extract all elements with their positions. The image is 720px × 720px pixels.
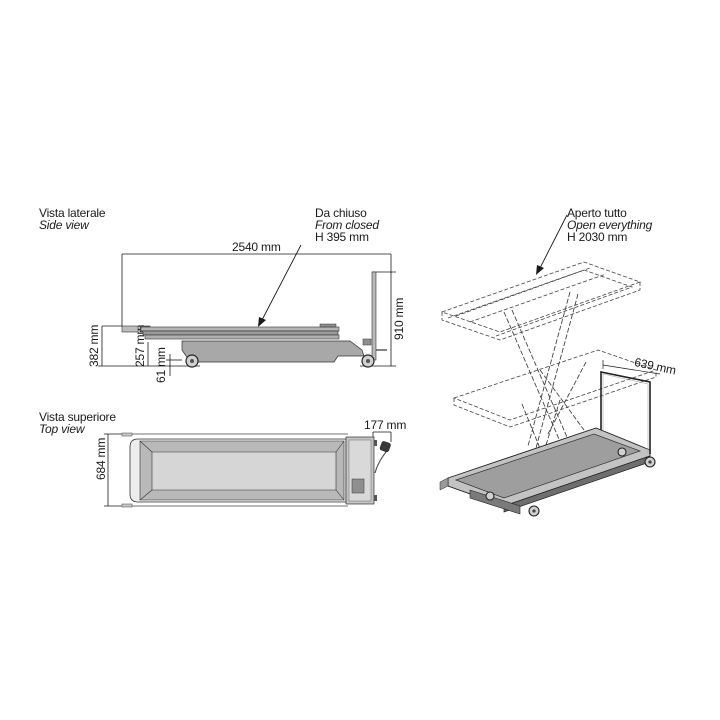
top-view-title-en: Top view (39, 422, 85, 436)
open-callout-en: Open everything (567, 218, 653, 232)
handle-offset-dimension: 177 mm (364, 418, 407, 432)
side-view-title: Vista laterale Side view (39, 206, 106, 232)
closed-callout-en: From closed (315, 218, 379, 232)
length-dimension: 2540 mm (232, 240, 281, 254)
closed-callout-height: H 395 mm (315, 230, 369, 244)
closed-height-callout: Da chiuso From closed H 395 mm (315, 207, 379, 243)
side-view-title-it: Vista laterale (39, 206, 106, 220)
open-callout-it: Aperto tutto (567, 206, 627, 220)
top-view-title-it: Vista superiore (39, 410, 116, 424)
closed-callout-it: Da chiuso (315, 206, 367, 220)
open-height-callout: Aperto tutto Open everything H 2030 mm (567, 207, 652, 243)
open-callout-height: H 2030 mm (567, 230, 628, 244)
side-view-title-en: Side view (39, 218, 89, 232)
top-view-title: Vista superiore Top view (39, 411, 116, 435)
